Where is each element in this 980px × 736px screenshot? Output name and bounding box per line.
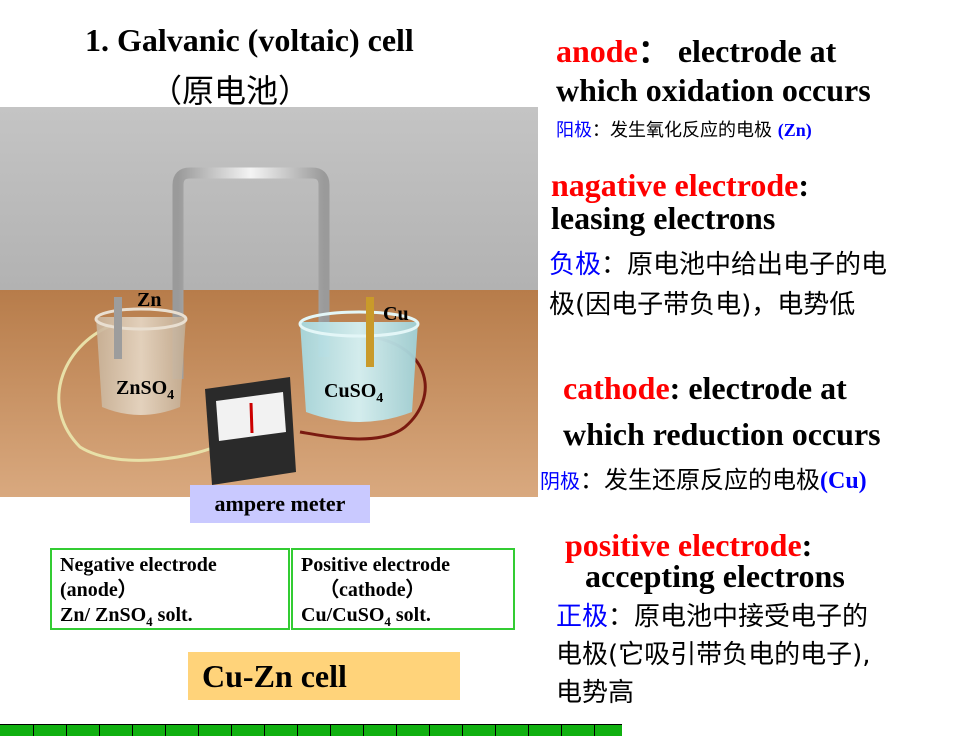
cu-label: Cu xyxy=(383,303,409,325)
negative-electrode-chinese-line2: 极(因电子带负电)，电势低 xyxy=(549,290,856,320)
negative-electrode-def-line2: leasing electrons xyxy=(551,200,776,236)
strip-divider xyxy=(561,725,562,736)
anode-chinese: 阳极：发生氧化反应的电极 (Zn) xyxy=(556,120,812,141)
strip-divider xyxy=(198,725,199,736)
strip-divider xyxy=(363,725,364,736)
cathode-definition-line2: which reduction occurs xyxy=(563,416,881,452)
strip-divider xyxy=(594,725,595,736)
page-subtitle: （原电池） xyxy=(150,72,311,110)
strip-divider xyxy=(297,725,298,736)
cathode-definition: cathode: electrode at xyxy=(563,370,847,406)
strip-divider xyxy=(99,725,100,736)
strip-divider xyxy=(264,725,265,736)
strip-divider xyxy=(231,725,232,736)
copper-electrode xyxy=(366,297,374,367)
cell-name-label: Cu-Zn cell xyxy=(188,652,460,700)
positive-electrode-box: Positive electrode （cathode） Cu/CuSO4 so… xyxy=(291,548,515,630)
strip-divider xyxy=(33,725,34,736)
galvanic-cell-illustration: Zn Cu ZnSO4 CuSO4 xyxy=(0,107,538,497)
negative-electrode-definition: nagative electrode: xyxy=(551,167,809,203)
box-line: （cathode） xyxy=(319,579,426,601)
zn-label: Zn xyxy=(137,289,161,311)
strip-divider xyxy=(330,725,331,736)
box-line: Cu/CuSO4 solt. xyxy=(301,604,431,629)
positive-electrode-chinese: 正极：原电池中接受电子的 xyxy=(556,602,869,632)
strip-divider xyxy=(495,725,496,736)
strip-divider xyxy=(165,725,166,736)
strip-divider xyxy=(132,725,133,736)
anode-definition-line2: which oxidation occurs xyxy=(556,72,871,108)
positive-electrode-definition: positive electrode: xyxy=(565,527,813,563)
negative-electrode-box: Negative electrode (anode） Zn/ ZnSO4 sol… xyxy=(50,548,290,630)
znso4-label: ZnSO4 xyxy=(116,377,174,403)
bottom-progress-strip xyxy=(0,724,622,736)
ammeter xyxy=(205,377,296,485)
strip-divider xyxy=(528,725,529,736)
beaker-cuso4 xyxy=(300,322,418,422)
positive-electrode-chinese-line2: 电极(它吸引带负电的电子), xyxy=(556,640,871,670)
anode-definition: anode： electrode at xyxy=(556,33,837,69)
cathode-chinese: 阴极：发生还原反应的电极(Cu) xyxy=(540,466,867,494)
box-line: Zn/ ZnSO4 solt. xyxy=(60,604,193,629)
strip-divider xyxy=(429,725,430,736)
salt-bridge xyxy=(172,167,330,379)
ammeter-label: ampere meter xyxy=(190,485,370,523)
box-line: Negative electrode xyxy=(60,554,217,576)
wire-zn xyxy=(57,323,226,462)
negative-electrode-chinese: 负极：原电池中给出电子的电 xyxy=(549,250,888,280)
positive-electrode-def-line2: accepting electrons xyxy=(585,558,845,594)
wall-background xyxy=(0,107,538,290)
zinc-electrode xyxy=(114,297,122,359)
page-title: 1. Galvanic (voltaic) cell xyxy=(85,22,414,58)
strip-divider xyxy=(66,725,67,736)
strip-divider xyxy=(462,725,463,736)
box-line: (anode） xyxy=(60,579,138,601)
positive-electrode-chinese-line3: 电势高 xyxy=(556,678,635,708)
box-line: Positive electrode xyxy=(301,554,451,576)
strip-divider xyxy=(396,725,397,736)
cuso4-label: CuSO4 xyxy=(324,380,383,406)
